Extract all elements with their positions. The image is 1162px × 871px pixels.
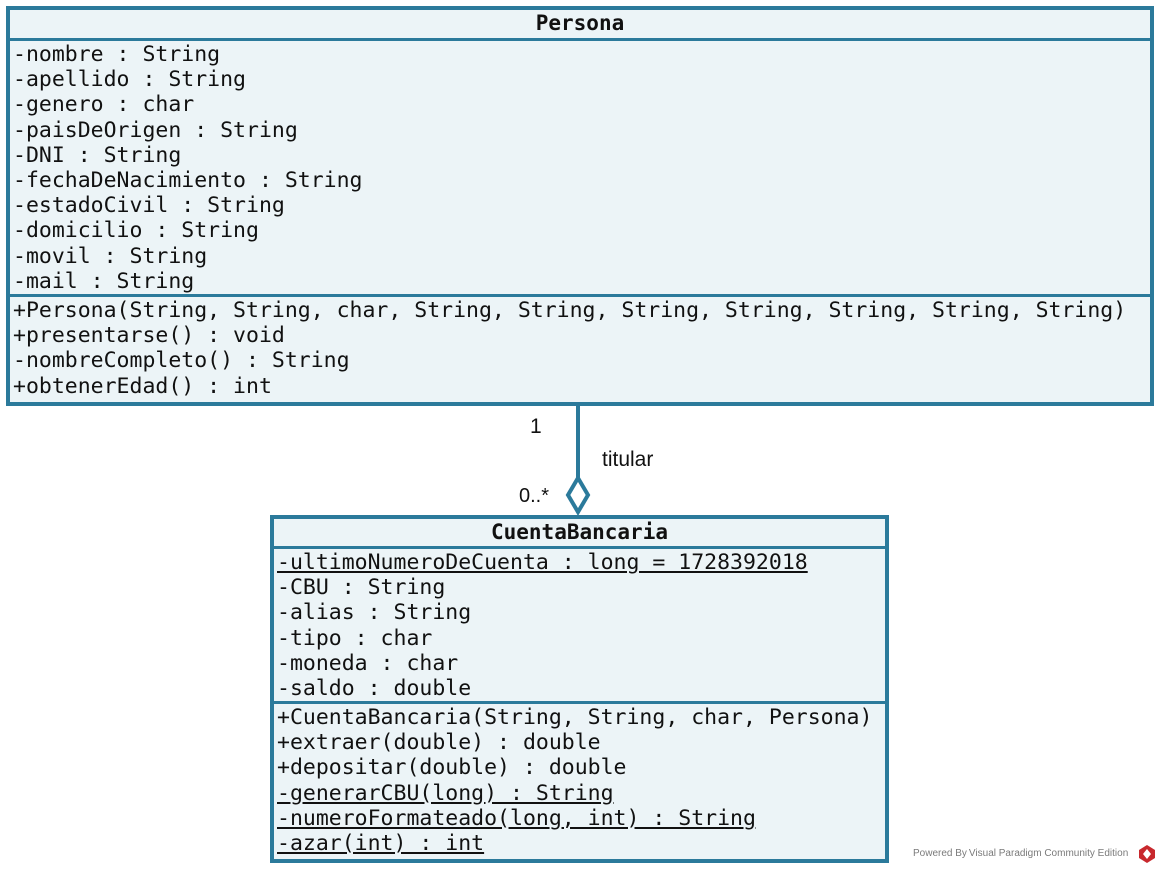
attribute: -apellido : String [13, 67, 246, 93]
visual-paradigm-logo-icon [1139, 845, 1155, 863]
operation: +presentarse() : void [13, 323, 285, 349]
class-name: Persona [10, 10, 1150, 41]
attribute: -nombre : String [13, 42, 221, 67]
class-name: CuentaBancaria [274, 519, 885, 549]
operation: +extraer(double) : double [277, 730, 601, 756]
attribute: -paisDeOrigen : String [13, 117, 298, 143]
role-label: titular [602, 448, 654, 471]
attribute: -mail : String [13, 268, 195, 294]
multiplicity-source-label: 1 [530, 415, 542, 438]
static-operation: -generarCBU(long) : String [277, 780, 614, 806]
watermark-text: Powered By Visual Paradigm Community Edi… [913, 848, 1129, 859]
static-attribute: -ultimoNumeroDeCuenta : long = 172839201… [277, 550, 808, 575]
persona-attributes: -nombre : String -apellido : String -gen… [10, 41, 1150, 297]
persona-class[interactable]: Persona -nombre : String -apellido : Str… [6, 6, 1154, 406]
cuentabancaria-class[interactable]: CuentaBancaria -ultimoNumeroDeCuenta : l… [270, 515, 889, 863]
attribute: -tipo : char [277, 625, 433, 651]
static-operation: -azar(int) : int [277, 830, 485, 856]
attribute: -DNI : String [13, 142, 182, 168]
attribute: -saldo : double [277, 675, 472, 701]
operation: +depositar(double) : double [277, 755, 627, 781]
cuentabancaria-operations: +CuentaBancaria(String, String, char, Pe… [274, 704, 885, 856]
operation: +Persona(String, String, char, String, S… [13, 298, 1127, 323]
persona-operations: +Persona(String, String, char, String, S… [10, 297, 1150, 399]
operation: +obtenerEdad() : int [13, 373, 272, 399]
attribute: -estadoCivil : String [13, 193, 285, 219]
attribute: -CBU : String [277, 575, 446, 601]
operation: -nombreCompleto() : String [13, 348, 350, 374]
aggregation-diamond [565, 474, 591, 516]
attribute: -movil : String [13, 243, 208, 269]
multiplicity-target-label: 0..* [519, 485, 550, 507]
cuentabancaria-attributes: -ultimoNumeroDeCuenta : long = 172839201… [274, 549, 885, 704]
attribute: -alias : String [277, 600, 472, 626]
static-operation: -numeroFormateado(long, int) : String [277, 805, 756, 831]
operation: +CuentaBancaria(String, String, char, Pe… [277, 705, 873, 730]
attribute: -genero : char [13, 92, 195, 118]
attribute: -fechaDeNacimiento : String [13, 167, 363, 193]
attribute: -moneda : char [277, 650, 459, 676]
attribute: -domicilio : String [13, 218, 259, 244]
